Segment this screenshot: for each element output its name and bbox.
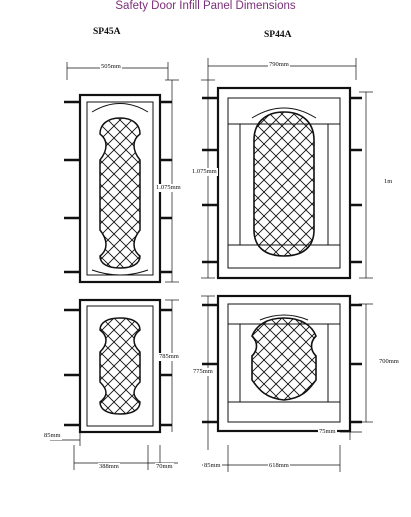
sp45a-bottom-gap-label: 85mm: [43, 432, 62, 440]
sp45a-width-label: 505mm: [100, 63, 122, 71]
sp44a-top-panel: [202, 86, 362, 280]
sp45a-top-panel: [64, 93, 172, 284]
model-label-sp45a: SP45A: [93, 27, 121, 37]
sp44a-side-gap-right-label: 75mm: [318, 428, 337, 436]
sp44a-height-top-left-label: 1.075mm: [191, 168, 218, 176]
sp44a-bottom-panel: [202, 294, 362, 433]
sp45a-inner-width-label: 388mm: [98, 463, 120, 471]
sp44a-inner-width-label: 618mm: [268, 462, 290, 470]
sp44a-width-label: 790mm: [268, 61, 290, 69]
sp44a-side-gap-left-label: 85mm: [203, 462, 222, 470]
sp45a-bottom-panel: [64, 298, 172, 434]
model-label-sp44a: SP44A: [264, 30, 292, 40]
page-title: Safety Door Infill Panel Dimensions: [115, 0, 296, 12]
sp44a-height-bottom-left-label: 775mm: [192, 368, 214, 376]
sp45a-height-top-label: 1.075mm: [155, 184, 182, 192]
sp44a-height-top-right-label: 1m: [383, 178, 394, 186]
sp44a-height-bottom-right-label: 700mm: [378, 358, 400, 366]
sp45a-side-gap-label: 70mm: [155, 463, 174, 471]
sp45a-height-bottom-label: 785mm: [158, 353, 180, 361]
